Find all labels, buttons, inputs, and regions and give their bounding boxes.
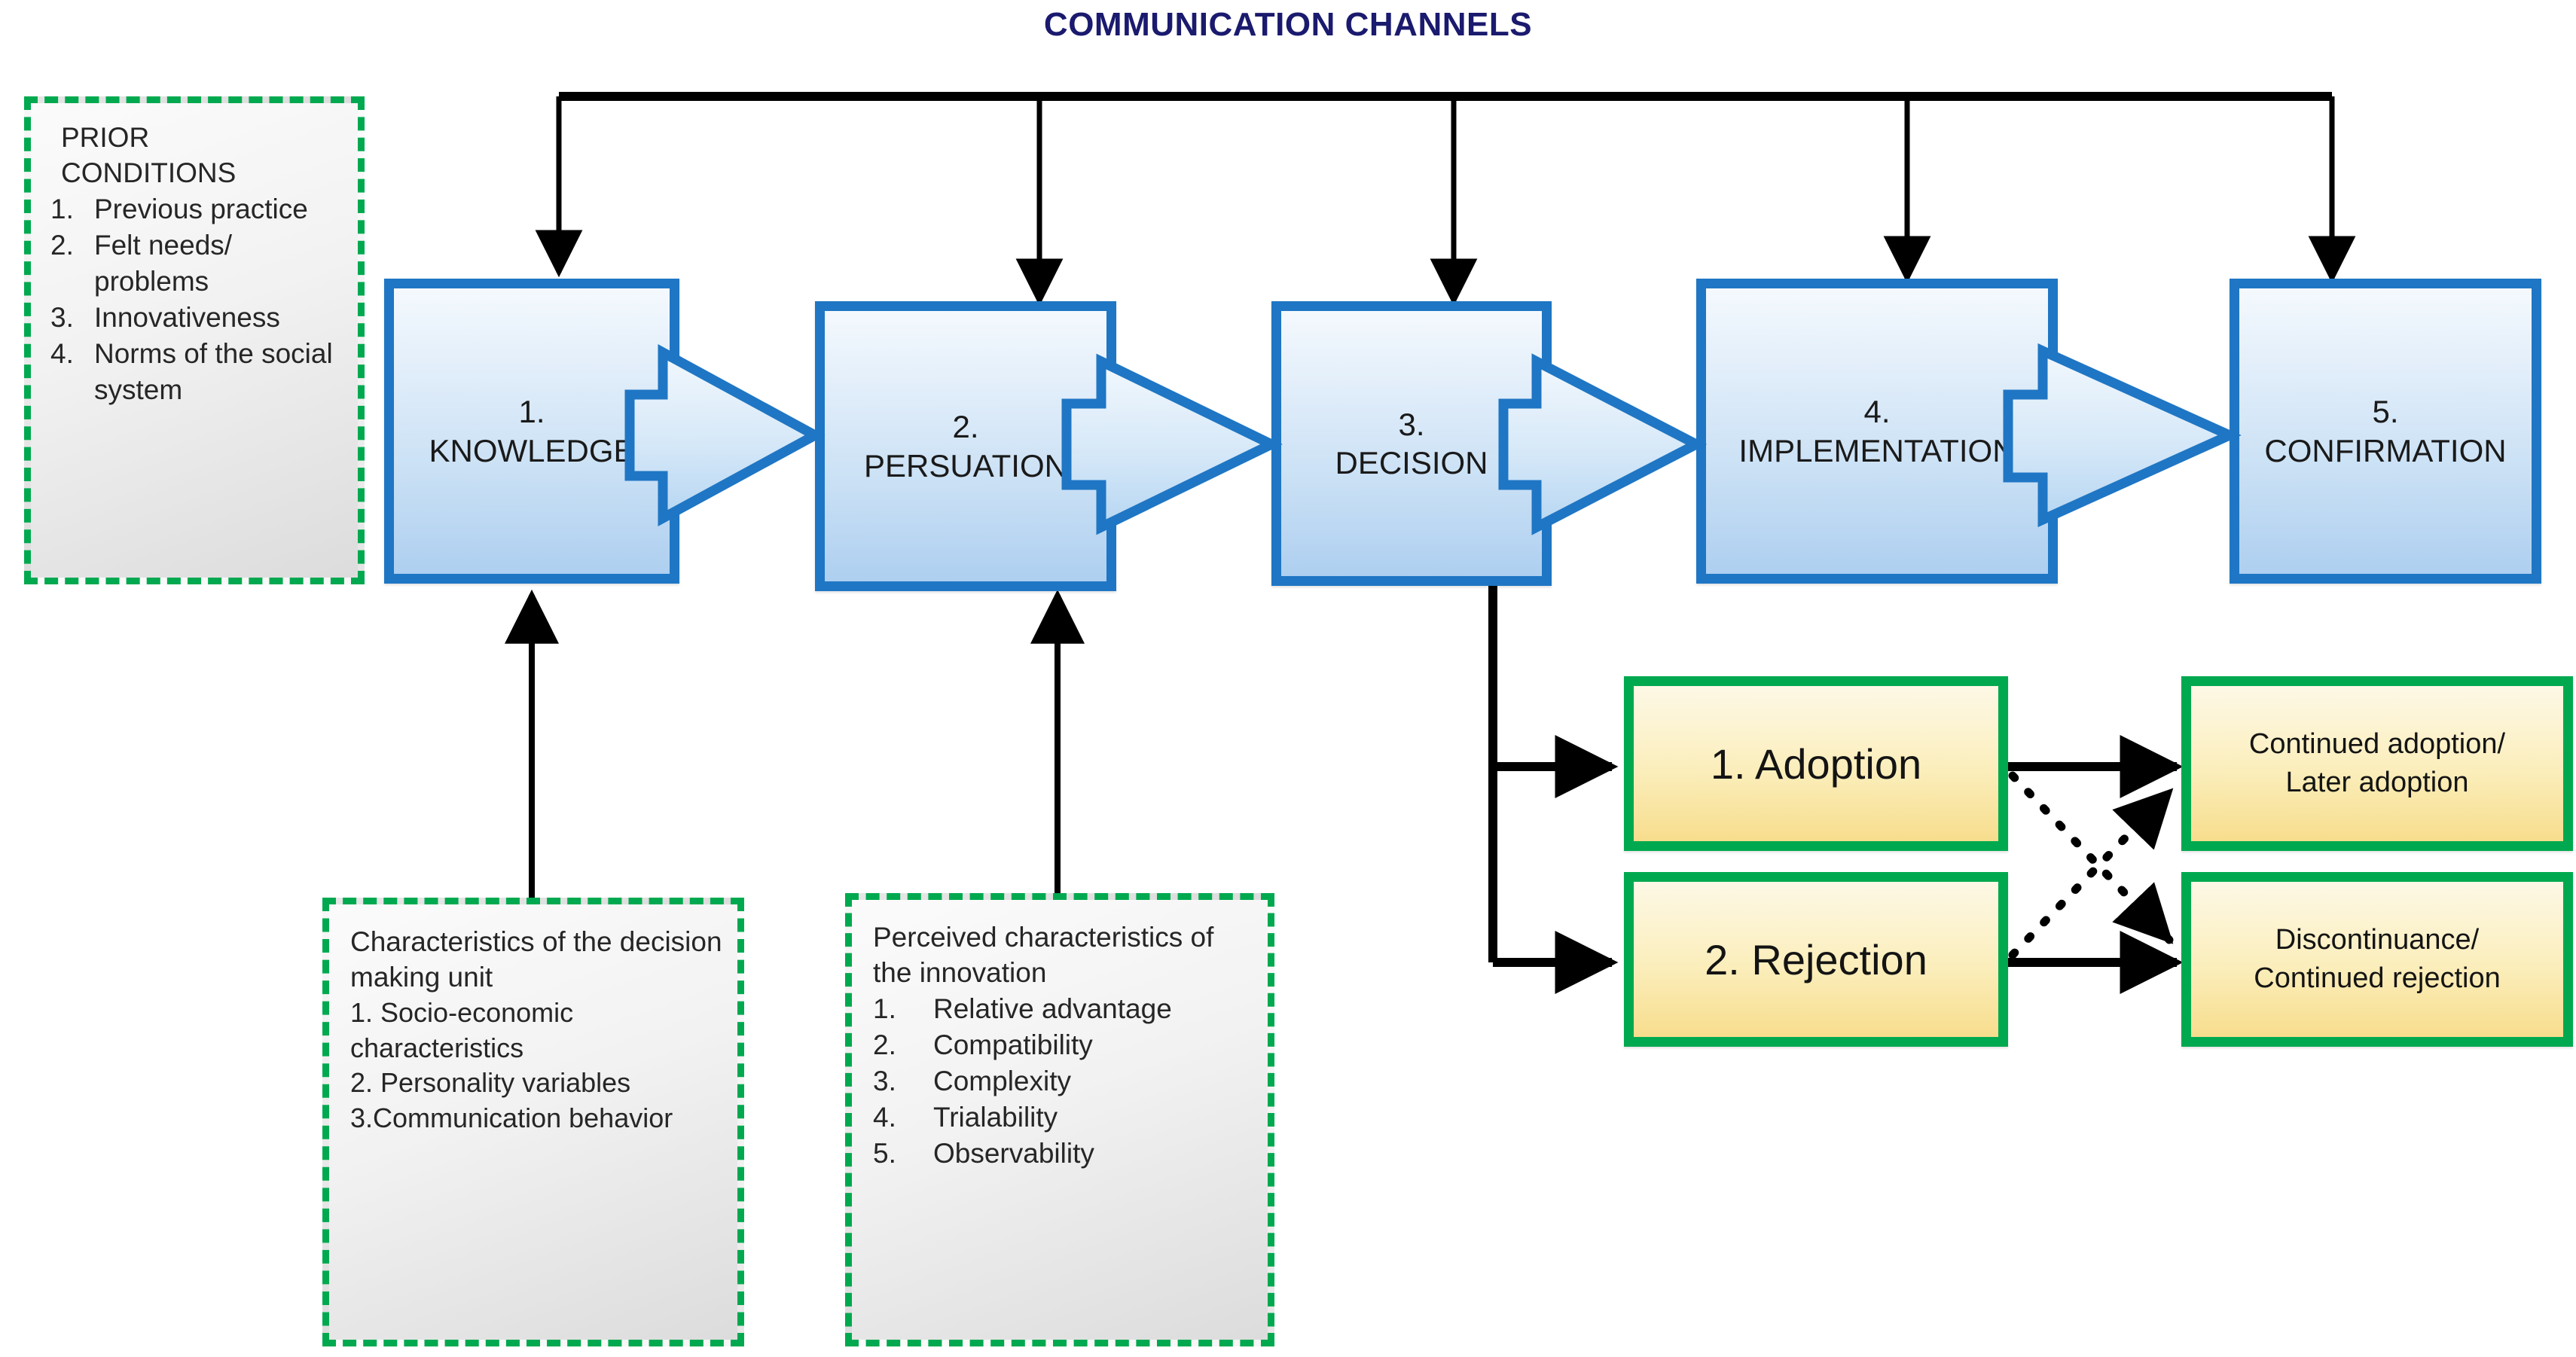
innovation-characteristics-box[interactable]: Perceived characteristics of the innovat… <box>845 893 1274 1346</box>
list-marker: 1. <box>50 193 74 224</box>
list-text: Previous practice <box>94 193 308 224</box>
list-marker: 4. <box>50 338 74 370</box>
outcome-box-rejection[interactable]: 2. Rejection <box>1624 872 2008 1047</box>
stage-label: IMPLEMENTATION <box>1738 432 2016 468</box>
dmu-line: 3.Communication behavior <box>350 1102 673 1134</box>
result-box-continued-adoption[interactable]: Continued adoption/ Later adoption <box>2181 676 2573 851</box>
list-marker: 3. <box>873 1065 896 1096</box>
stage-box-confirmation[interactable]: 5. CONFIRMATION <box>2230 279 2541 584</box>
result-box-discontinuance[interactable]: Discontinuance/ Continued rejection <box>2181 872 2573 1047</box>
dmu-heading: Characteristics of the decision making u… <box>350 926 722 993</box>
dmu-line: 2. Personality variables <box>350 1067 631 1099</box>
prior-conditions-box[interactable]: PRIOR CONDITIONS 1. Previous practice 2.… <box>24 96 365 584</box>
list-text: Observability <box>933 1138 1094 1169</box>
list-item: 4. Trialability <box>873 1099 1257 1136</box>
list-marker: 2. <box>50 229 74 261</box>
decision-branch <box>1488 586 1619 994</box>
stage-box-knowledge[interactable]: 1. KNOWLEDGE <box>384 279 679 584</box>
decision-making-unit-box[interactable]: Characteristics of the decision making u… <box>322 898 744 1346</box>
list-text: Trialability <box>933 1102 1058 1133</box>
list-marker: 4. <box>873 1102 896 1133</box>
list-text: Compatibility <box>933 1029 1093 1060</box>
stage-number: 3. <box>1398 406 1425 442</box>
list-item: 5. Observability <box>873 1136 1257 1172</box>
list-item: 4. Norms of the social system <box>50 336 344 408</box>
list-item: 1. Relative advantage <box>873 991 1257 1027</box>
prior-conditions-heading: PRIOR CONDITIONS <box>61 122 237 189</box>
stage-box-implementation[interactable]: 4. IMPLEMENTATION <box>1696 279 2058 584</box>
list-text: Innovativeness <box>94 302 280 333</box>
list-item: 2. Felt needs/ problems <box>50 227 344 300</box>
dmu-line: 1. Socio-economic characteristics <box>350 996 574 1063</box>
result-arrows <box>2007 735 2184 994</box>
list-marker: 2. <box>873 1029 896 1060</box>
list-text: Relative advantage <box>933 993 1172 1024</box>
list-item: 3. Innovativeness <box>50 300 344 336</box>
stage-number: 4. <box>1863 394 1891 430</box>
list-item: 3. Complexity <box>873 1063 1257 1099</box>
communication-bus <box>535 92 2356 306</box>
stage-box-decision[interactable]: 3. DECISION <box>1271 301 1552 586</box>
crossover-arrows <box>2008 771 2174 959</box>
stage-label: KNOWLEDGE <box>429 432 635 468</box>
list-marker: 5. <box>873 1138 896 1169</box>
list-item: 2. Compatibility <box>873 1027 1257 1063</box>
list-text: Felt needs/ problems <box>94 229 233 297</box>
outcome-box-adoption[interactable]: 1. Adoption <box>1624 676 2008 851</box>
stage-number: 2. <box>952 409 979 445</box>
list-text: Norms of the social system <box>94 338 333 406</box>
stage-number: 5. <box>2372 394 2399 430</box>
list-marker: 3. <box>50 302 74 333</box>
list-item: 1. Previous practice <box>50 191 344 227</box>
stage-box-persuation[interactable]: 2. PERSUATION <box>815 301 1116 591</box>
innovation-heading: Perceived characteristics of the innovat… <box>873 922 1214 989</box>
stage-label: PERSUATION <box>864 447 1067 483</box>
list-text: Complexity <box>933 1065 1071 1096</box>
upward-feed-arrows <box>505 589 1085 898</box>
list-marker: 1. <box>873 993 896 1024</box>
stage-label: DECISION <box>1335 445 1488 480</box>
stage-label: CONFIRMATION <box>2264 432 2507 468</box>
page-title: COMMUNICATION CHANNELS <box>1043 6 1533 43</box>
stage-number: 1. <box>518 394 545 430</box>
